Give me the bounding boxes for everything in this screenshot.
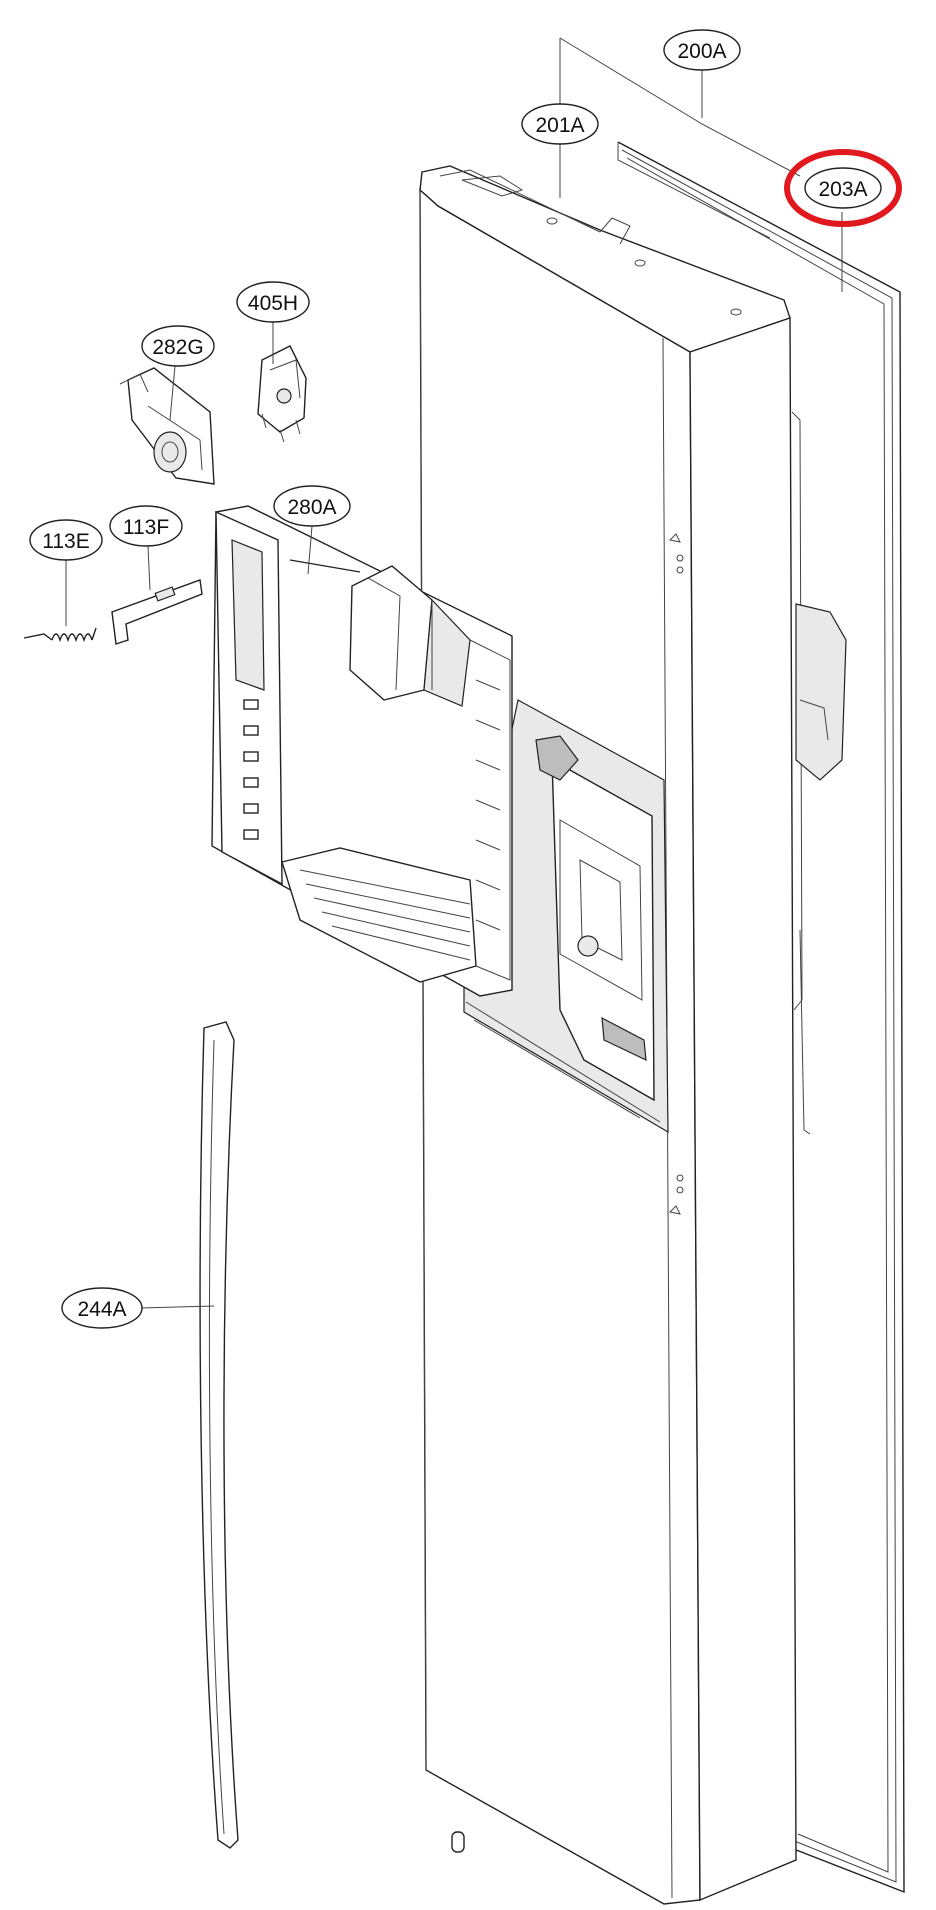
door-body [419,165,847,1905]
label-113E: 113E [42,530,90,553]
callout-405H: 405H [236,281,310,323]
callout-244A: 244A [61,1287,143,1329]
label-405H: 405H [248,292,298,315]
label-244A: 244A [77,1298,126,1321]
part-113F-bracket [111,579,203,645]
part-282G-module [119,367,215,485]
label-203A: 203A [818,178,867,201]
label-280A: 280A [287,496,336,519]
highlight-ring [784,149,902,227]
dispenser-cover [211,505,513,997]
callout-282G: 282G [141,325,215,367]
callout-201A: 201A [521,103,599,145]
leader-lines [65,37,843,1309]
dispenser-cavity [463,699,669,1134]
label-282G: 282G [152,336,203,359]
part-405H-switch [257,345,307,443]
callout-280A: 280A [273,485,351,527]
callout-203A: 203A [784,149,902,227]
callout-113E: 113E [29,519,103,561]
callout-113F: 113F [109,505,183,547]
part-113E-spring [23,627,97,643]
label-201A: 201A [535,114,584,137]
callout-200A: 200A [663,29,741,71]
label-113F: 113F [123,516,169,539]
label-200A: 200A [677,40,726,63]
part-244A-handle [199,1021,239,1849]
